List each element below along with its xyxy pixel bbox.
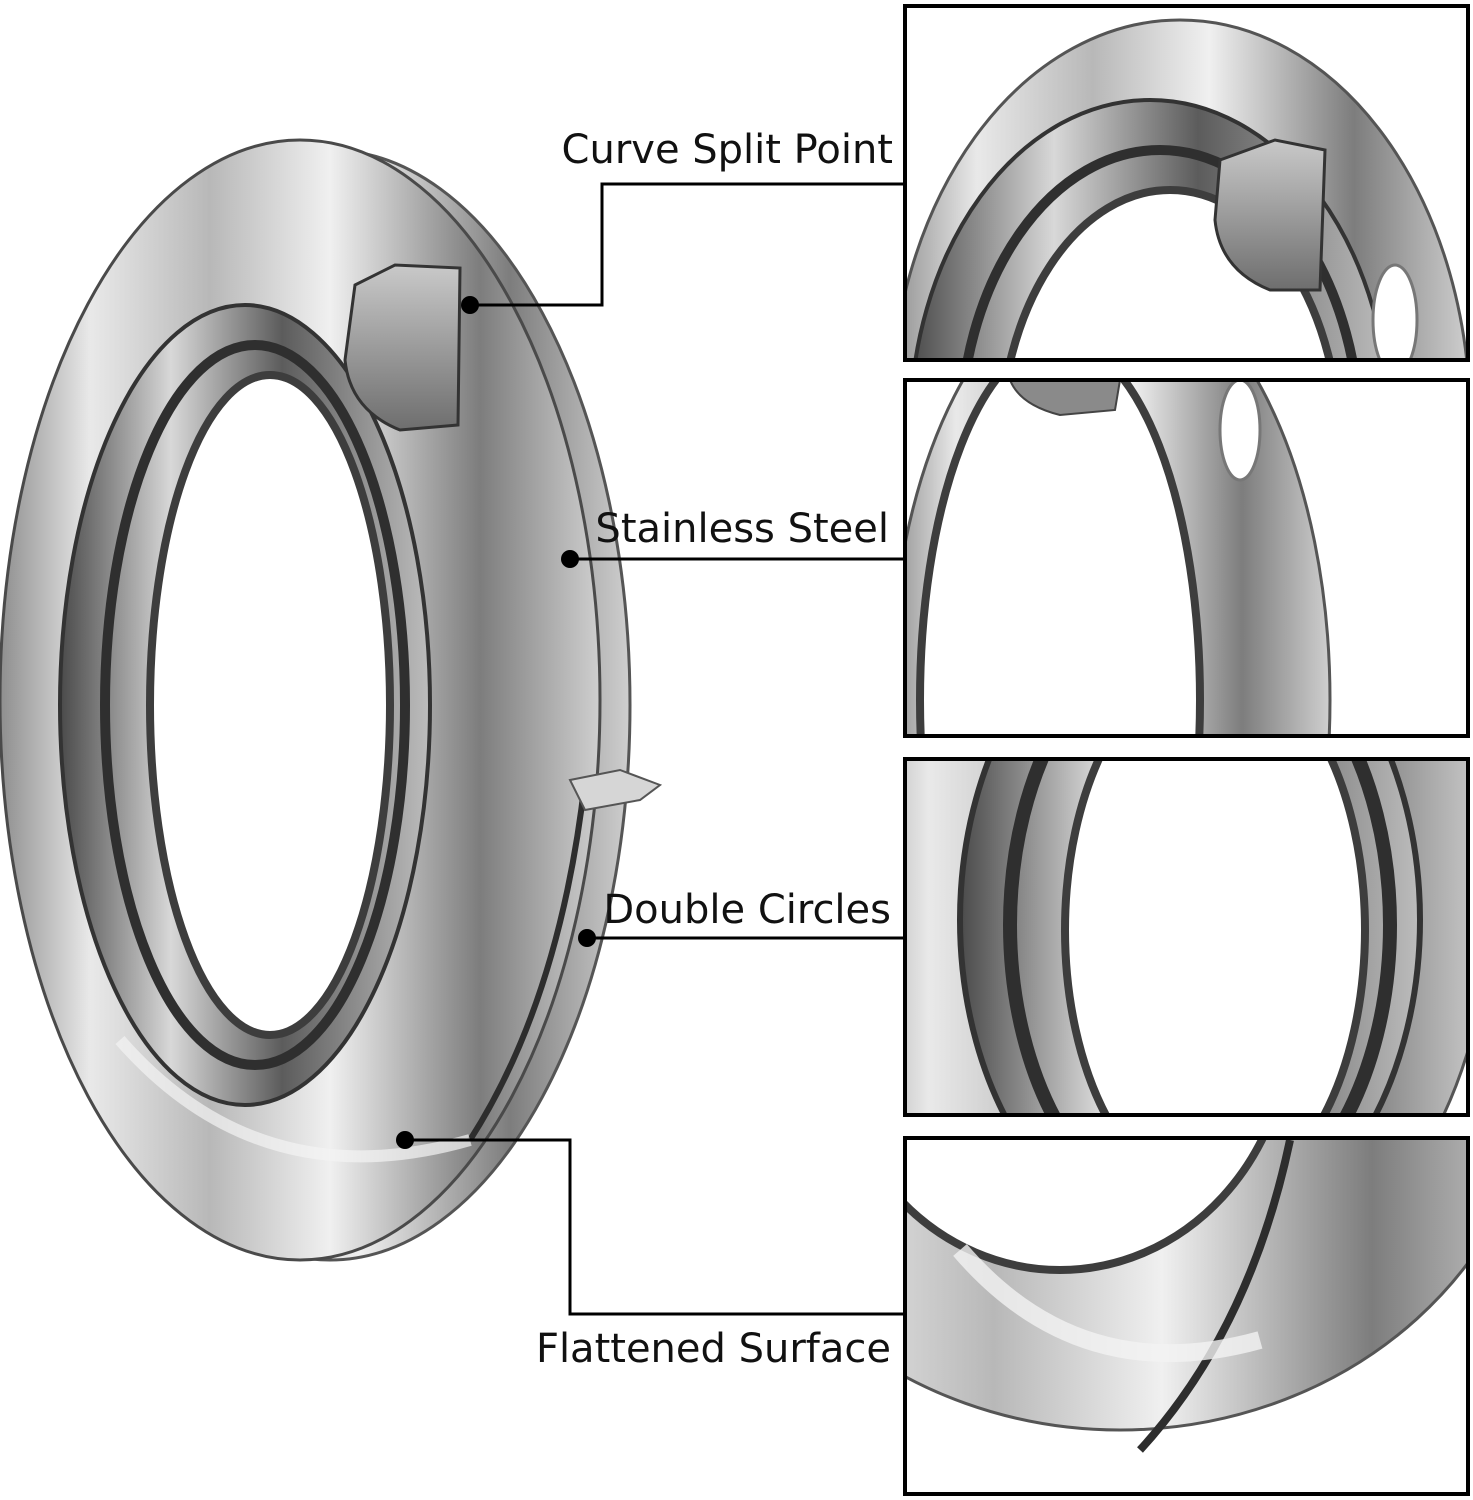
callout-label-curve-split: Curve Split Point	[561, 127, 893, 173]
callout-label-flattened-surface: Flattened Surface	[535, 1326, 891, 1372]
split-ring-main-image	[0, 138, 663, 1262]
callout-line-curve-split	[470, 182, 903, 307]
detail-panel-flattened-surface	[903, 1136, 1470, 1496]
detail-panel-stainless-steel	[903, 378, 1470, 738]
detail-panel-curve-split	[903, 4, 1470, 362]
callout-label-double-circles: Double Circles	[603, 887, 891, 933]
callout-label-stainless-steel: Stainless Steel	[595, 506, 889, 552]
callout-line-flattened-surface	[405, 1138, 903, 1316]
callout-lines	[396, 182, 903, 1316]
detail-panel-double-circles	[903, 757, 1470, 1117]
